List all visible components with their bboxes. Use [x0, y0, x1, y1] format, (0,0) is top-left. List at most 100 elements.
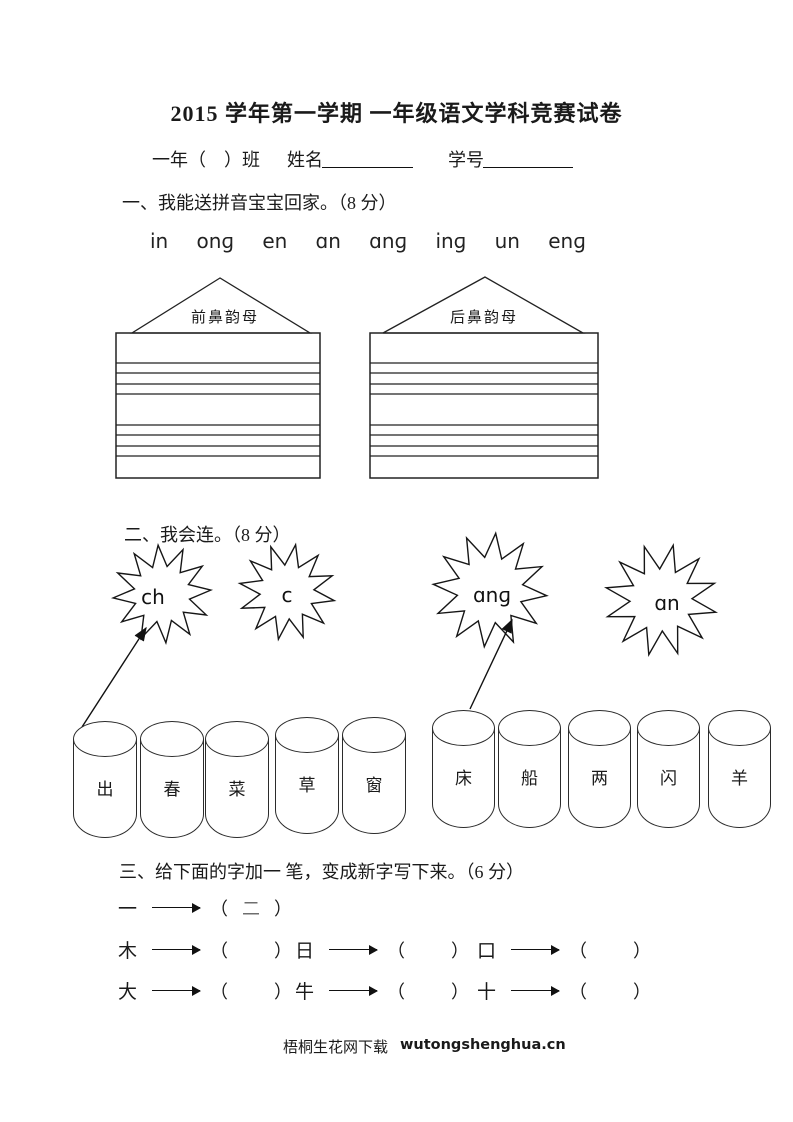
source-char: 大 [118, 982, 138, 1003]
cylinder: 出 [73, 721, 137, 838]
long-arrow-icon [511, 986, 560, 995]
answer-paren-close: ） [274, 981, 292, 1002]
long-arrow-icon [152, 945, 201, 954]
house-left-diagram [115, 277, 321, 479]
conversion-row: 大 （ ） [118, 977, 292, 1004]
cylinder-label: 菜 [228, 780, 246, 799]
answer-paren-close: ） [633, 940, 651, 961]
cylinder-label: 船 [521, 769, 538, 788]
cylinder-top-ellipse [205, 721, 269, 757]
cylinder: 船 [498, 710, 561, 828]
conversion-row: 十 （ ） [477, 977, 651, 1004]
answer-paren-open: （ [210, 940, 228, 961]
pinyin-item: in [150, 229, 169, 253]
cylinder: 春 [140, 721, 204, 838]
page-title: 2015 学年第一学期 一年级语文学科竞赛试卷 [170, 101, 623, 126]
name-label: 姓名 [287, 150, 323, 170]
house-right-label: 后鼻韵母 [449, 310, 518, 326]
cylinder-label: 闪 [660, 769, 677, 788]
class-label: 一年（ ）班 [152, 150, 260, 170]
conversion-row: 日 （ ） [295, 936, 469, 963]
cylinder-top-ellipse [637, 710, 700, 746]
cylinder-label: 羊 [731, 769, 748, 788]
answer-paren-close: ） [274, 940, 292, 961]
house-left-label: 前鼻韵母 [190, 310, 259, 326]
cylinder-top-ellipse [708, 710, 771, 746]
star-label-ang: ɑnɡ [472, 583, 512, 607]
section3-heading: 三、给下面的字加一 笔，变成新字写下来。（6 分） [119, 862, 524, 882]
pinyin-item: enɡ [548, 229, 586, 253]
star-label-ch: ch [141, 585, 165, 609]
pinyin-item: un [494, 229, 520, 253]
source-char: 口 [477, 941, 497, 962]
footer-site-url: wutongshenghua.cn [400, 1037, 566, 1053]
answer-paren-close: ） [451, 940, 469, 961]
cylinder: 床 [432, 710, 495, 828]
section1-heading: 一、我能送拼音宝宝回家。（8 分） [122, 193, 397, 213]
cylinder-top-ellipse [432, 710, 495, 746]
conversion-row: 牛 （ ） [295, 977, 469, 1004]
answer-paren-close: ） [633, 981, 651, 1002]
cylinder-top-ellipse [498, 710, 561, 746]
answer-paren-open: （ [569, 981, 587, 1002]
star-label-an: ɑn [654, 591, 680, 615]
match-arrow-chu-to-ch [81, 626, 147, 728]
cylinder-top-ellipse [73, 721, 137, 757]
cylinder: 闪 [637, 710, 700, 828]
long-arrow-icon [511, 945, 560, 954]
writing-grid-lines [116, 362, 320, 457]
answer-paren-open: （ [387, 981, 405, 1002]
cylinder-top-ellipse [275, 717, 339, 753]
conversion-row: 口 （ ） [477, 936, 651, 963]
cylinder-label: 两 [591, 769, 608, 788]
pinyin-item: onɡ [196, 229, 235, 253]
long-arrow-icon [152, 903, 201, 912]
pinyin-item: ɑnɡ [369, 229, 408, 253]
long-arrow-icon [329, 945, 378, 954]
long-arrow-icon [152, 986, 201, 995]
starburst-c [237, 542, 337, 642]
student-id-blank-underline [483, 167, 573, 168]
star-label-c: c [281, 583, 293, 607]
pinyin-item: en [262, 229, 288, 253]
house-right-diagram [369, 276, 599, 479]
source-char: 一 [118, 899, 138, 920]
student-id-label: 学号 [448, 150, 484, 170]
cylinder-top-ellipse [140, 721, 204, 757]
answer-paren-open: （ [210, 898, 228, 919]
writing-grid-lines [370, 362, 598, 457]
answer-paren-close: ） [274, 898, 292, 919]
house-body-box [115, 332, 321, 479]
cylinder: 窗 [342, 717, 406, 834]
cylinder: 两 [568, 710, 631, 828]
cylinder-label: 床 [455, 769, 472, 788]
answer-paren-open: （ [210, 981, 228, 1002]
cylinder-top-ellipse [568, 710, 631, 746]
starburst-ch [110, 542, 214, 646]
cylinder: 草 [275, 717, 339, 834]
house-body-box [369, 332, 599, 479]
source-char: 日 [295, 941, 315, 962]
pinyin-item: inɡ [435, 229, 467, 253]
cylinder-top-ellipse [342, 717, 406, 753]
source-char: 木 [118, 941, 138, 962]
starburst-ang [431, 531, 549, 649]
footer-site-name: 梧桐生花网下载 [283, 1040, 389, 1056]
conversion-row: 木 （ ） [118, 936, 292, 963]
answer-slot: 二 [242, 898, 260, 919]
source-char: 牛 [295, 982, 315, 1003]
answer-paren-open: （ [569, 940, 587, 961]
cylinder-label: 草 [298, 776, 316, 795]
match-arrow-chuang-to-ang [469, 618, 513, 710]
cylinder-label: 出 [96, 780, 114, 799]
starburst-an [603, 542, 719, 658]
cylinder-label: 春 [163, 780, 181, 799]
section2-heading: 二、我会连。（8 分） [124, 525, 291, 545]
cylinder-label: 窗 [365, 776, 383, 795]
conversion-row: 一 （ 二 ） [118, 894, 292, 921]
long-arrow-icon [329, 986, 378, 995]
name-blank-underline [322, 167, 413, 168]
pinyin-item: ɑn [315, 229, 341, 253]
pinyin-row: in onɡ en ɑn ɑnɡ inɡ un enɡ [150, 229, 586, 253]
